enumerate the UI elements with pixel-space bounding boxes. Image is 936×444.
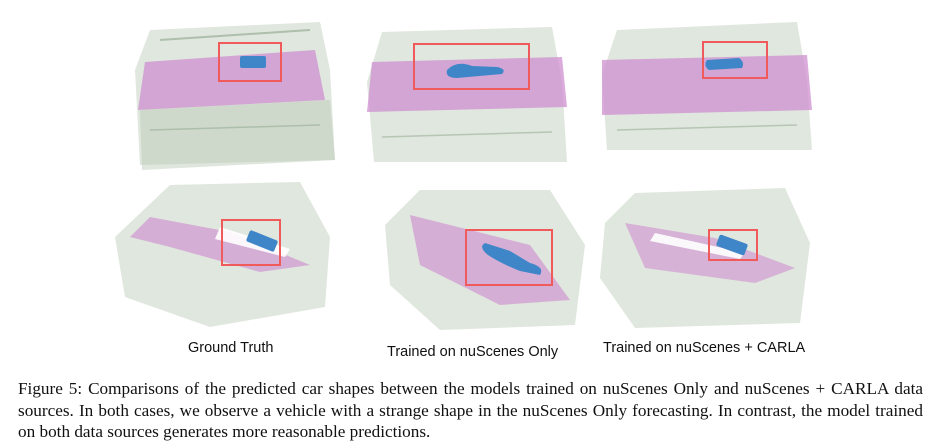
pointcloud-carla-top xyxy=(602,22,812,150)
highlight-box xyxy=(702,41,768,79)
column-label-nuscenes-only: Trained on nuScenes Only xyxy=(387,344,559,360)
highlight-box xyxy=(218,42,282,82)
highlight-box xyxy=(221,219,281,266)
car-shape xyxy=(716,234,748,256)
column-label-nuscenes-carla: Trained on nuScenes + CARLA xyxy=(603,340,806,356)
panel-nuscenes-top xyxy=(362,12,572,172)
pointcloud-gt-top xyxy=(135,22,335,170)
panel-carla-bottom xyxy=(595,183,815,333)
pointcloud-carla-bottom xyxy=(600,188,810,328)
panel-gt-bottom xyxy=(110,177,340,337)
car-shape xyxy=(705,58,743,70)
pointcloud-nuscenes-top xyxy=(367,27,567,162)
panel-carla-top xyxy=(597,10,817,160)
panel-nuscenes-bottom xyxy=(380,185,590,335)
pointcloud-nuscenes-bottom xyxy=(385,190,585,330)
figure-caption: Figure 5: Comparisons of the predicted c… xyxy=(18,379,923,441)
car-shape xyxy=(446,63,504,78)
highlight-box xyxy=(708,229,758,261)
pointcloud-gt-bottom xyxy=(115,182,330,327)
car-shape xyxy=(240,56,266,68)
panel-gt-top xyxy=(130,10,340,180)
car-shape xyxy=(246,230,278,252)
car-shape xyxy=(482,243,542,275)
highlight-box xyxy=(413,43,530,90)
column-label-ground-truth: Ground Truth xyxy=(188,340,274,356)
highlight-box xyxy=(465,229,553,286)
